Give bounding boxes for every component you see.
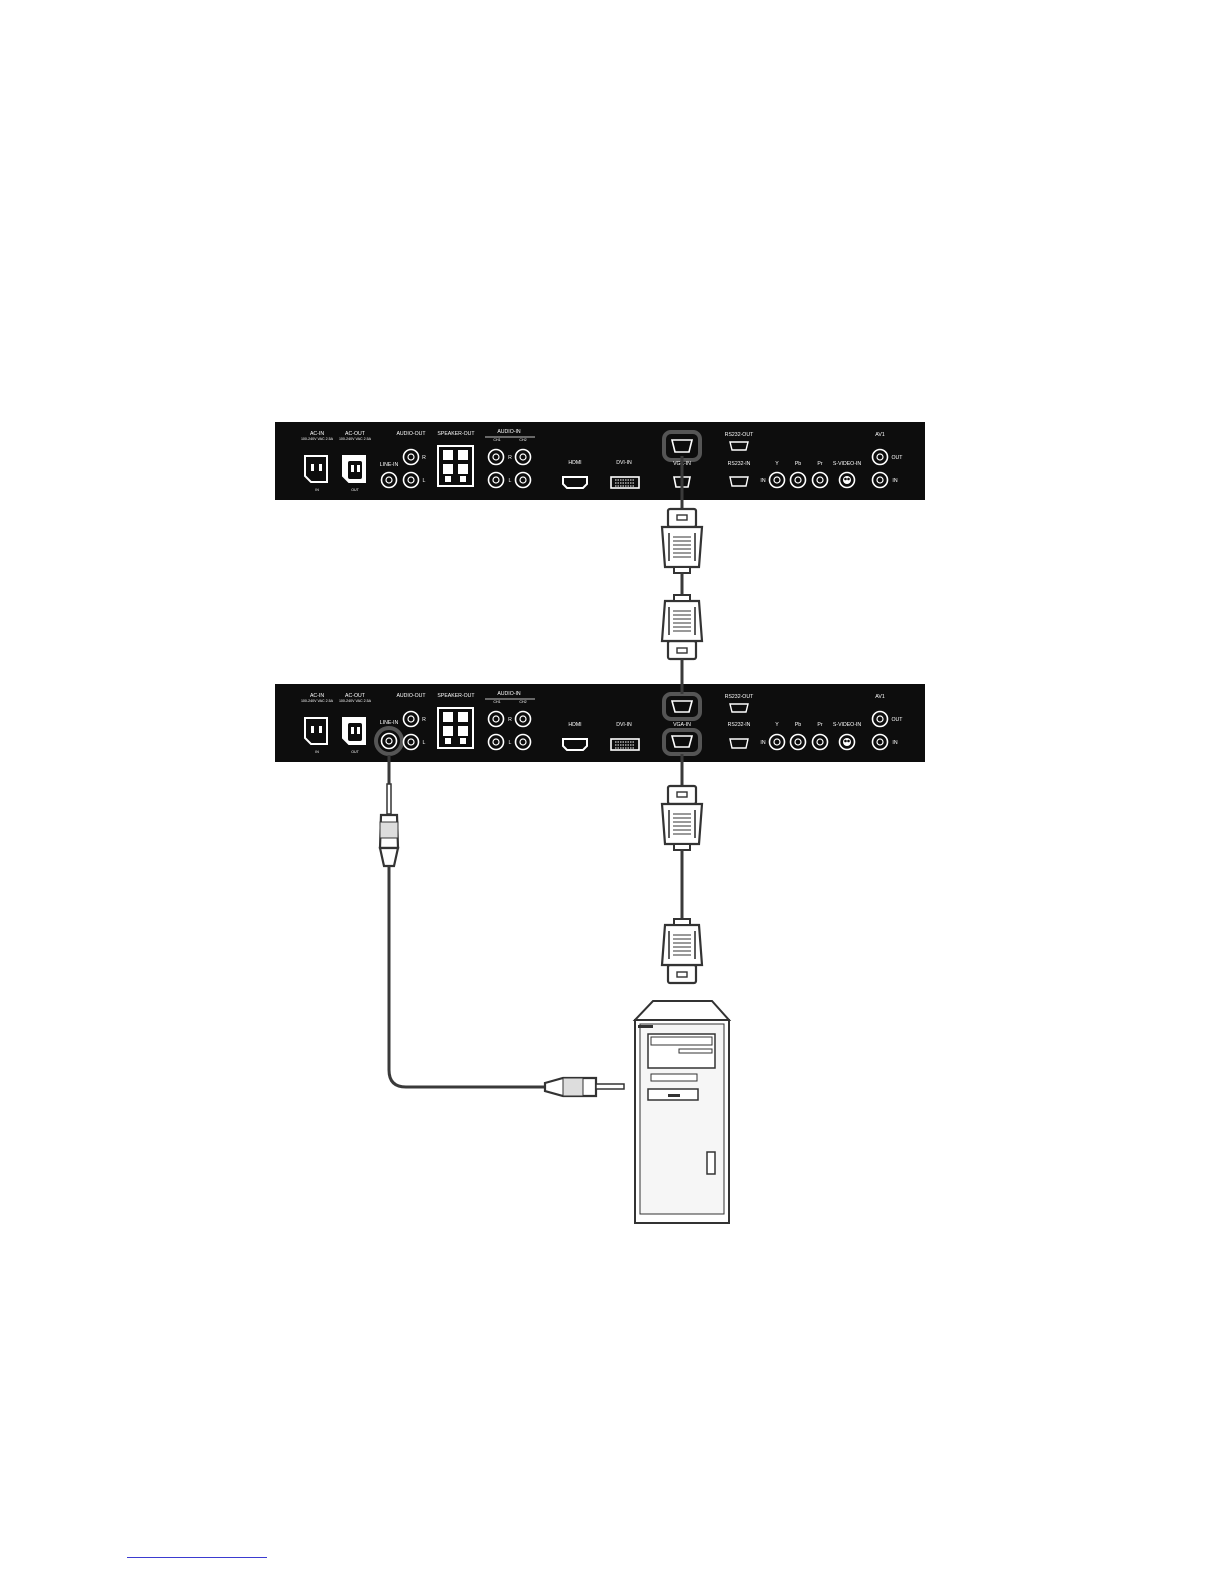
audio-in-l-label: L [509, 478, 512, 484]
av1-in-label: IN [892, 740, 897, 746]
audio-cable [378, 755, 625, 1098]
ac-out-label: AC-OUT [345, 693, 366, 699]
vga-in-port[interactable] [673, 476, 691, 488]
audio-plug-panel-side [378, 783, 400, 868]
ch2-label: CH2 [519, 700, 526, 704]
rear-panel-bottom: AC-IN 100-240V VAC 2.5A AC-OUT 100-240V … [275, 684, 925, 762]
ch1-label: CH1 [493, 438, 500, 442]
rs232-out-port[interactable] [729, 703, 749, 713]
rs232-out-port[interactable] [729, 441, 749, 451]
av1-in-label: IN [892, 478, 897, 484]
vga-plug-panel-side [660, 784, 704, 852]
hdmi-label: HDMI [568, 460, 581, 466]
pb-label: Pb [795, 461, 801, 467]
y-label: Y [775, 461, 779, 467]
audio-out-l-label: L [423, 740, 426, 746]
audio-in-r-label: R [508, 717, 512, 723]
vga-in-label: VGA-IN [673, 722, 691, 728]
line-in-label: LINE-IN [380, 462, 399, 468]
rs232-in-label: RS232-IN [728, 461, 751, 467]
speaker-out-terminal[interactable] [437, 445, 474, 487]
dvi-in-port[interactable] [610, 738, 640, 751]
rear-panel-top: AC-IN 100-240V VAC 2.5A AC-OUT 100-240V … [275, 422, 925, 500]
ac-in-socket[interactable] [304, 717, 328, 745]
ac-out-rating: 100-240V VAC 2.5A [339, 437, 372, 441]
ac-out-socket[interactable] [342, 455, 366, 483]
y-label: Y [775, 722, 779, 728]
av1-label: AV1 [875, 432, 885, 438]
audio-in-r-label: R [508, 455, 512, 461]
audio-out-l-label: L [423, 478, 426, 484]
pr-label: Pr [817, 461, 822, 467]
audio-in-label: AUDIO-IN [497, 691, 521, 697]
rs232-out-label: RS232-OUT [725, 432, 754, 438]
s-video-in-port[interactable] [838, 471, 856, 489]
ac-in-rating: 100-240V VAC 2.5A [301, 699, 334, 703]
audio-out-r-label: R [422, 717, 426, 723]
hdmi-port[interactable] [562, 476, 588, 489]
s-video-in-port[interactable] [838, 733, 856, 751]
speaker-out-terminal[interactable] [437, 707, 474, 749]
audio-in-l-label: L [509, 740, 512, 746]
audio-out-label: AUDIO-OUT [396, 693, 426, 699]
ch1-label: CH1 [493, 700, 500, 704]
ac-in-label: AC-IN [310, 693, 324, 699]
speaker-out-label: SPEAKER-OUT [437, 693, 475, 699]
hdmi-label: HDMI [568, 722, 581, 728]
vga-plug-lower [660, 593, 704, 661]
ac-out-out-label: OUT [351, 750, 359, 754]
ac-in-label: AC-IN [310, 431, 324, 437]
rs232-in-port[interactable] [729, 476, 749, 487]
dvi-in-label: DVI-IN [616, 722, 632, 728]
component-in-label: IN [760, 740, 765, 746]
line-in-jack-highlight[interactable] [374, 726, 404, 756]
pb-label: Pb [795, 722, 801, 728]
audio-out-r-label: R [422, 455, 426, 461]
ac-out-socket[interactable] [342, 717, 366, 745]
footer-rule [127, 1557, 267, 1558]
ac-in-in-label: IN [315, 488, 319, 492]
ac-out-label: AC-OUT [345, 431, 366, 437]
ch2-label: CH2 [519, 438, 526, 442]
s-video-in-label: S-VIDEO-IN [833, 461, 861, 467]
audio-in-label: AUDIO-IN [497, 429, 521, 435]
rs232-in-port[interactable] [729, 738, 749, 749]
audio-out-label: AUDIO-OUT [396, 431, 426, 437]
ac-in-in-label: IN [315, 750, 319, 754]
line-in-label: LINE-IN [380, 720, 399, 726]
vga-pc-cable [660, 754, 704, 985]
ac-out-rating: 100-240V VAC 2.5A [339, 699, 372, 703]
speaker-out-label: SPEAKER-OUT [437, 431, 475, 437]
hdmi-port[interactable] [562, 738, 588, 751]
av1-out-label: OUT [892, 717, 904, 723]
s-video-in-label: S-VIDEO-IN [833, 722, 861, 728]
vga-plug-pc-side [660, 917, 704, 985]
av1-label: AV1 [875, 694, 885, 700]
vga-plug-upper [660, 507, 704, 575]
vga-daisy-chain-cable [660, 456, 704, 694]
component-in-label: IN [760, 478, 765, 484]
ac-in-socket[interactable] [304, 455, 328, 483]
dvi-in-port[interactable] [610, 476, 640, 489]
rs232-out-label: RS232-OUT [725, 694, 754, 700]
pc-tower [632, 1000, 732, 1224]
ac-in-rating: 100-240V VAC 2.5A [301, 437, 334, 441]
rs232-in-label: RS232-IN [728, 722, 751, 728]
dvi-in-label: DVI-IN [616, 460, 632, 466]
av1-out-label: OUT [892, 455, 904, 461]
audio-plug-pc-side [543, 1076, 625, 1098]
ac-out-out-label: OUT [351, 488, 359, 492]
pr-label: Pr [817, 722, 822, 728]
